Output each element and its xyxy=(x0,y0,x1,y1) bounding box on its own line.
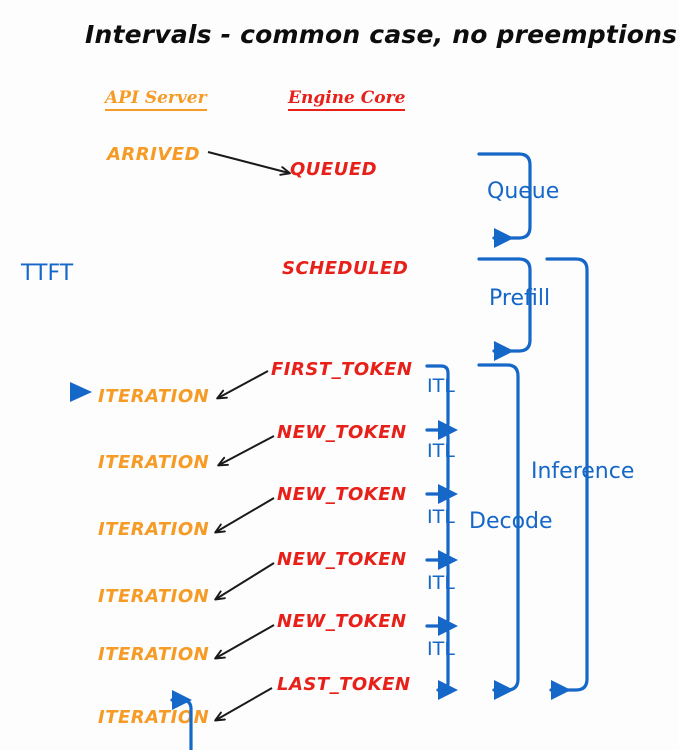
interval-label-itl-1: ITL xyxy=(427,375,455,397)
interval-label-queue: Queue xyxy=(487,179,560,204)
column-header-api-server: API Server xyxy=(105,89,207,111)
interval-label-ttft: TTFT xyxy=(21,261,74,286)
interval-bracket-itl-5 xyxy=(425,624,458,700)
event-iteration-5: ITERATION xyxy=(98,644,210,665)
interval-label-itl-3: ITL xyxy=(427,506,455,528)
event-new-token-3: NEW_TOKEN xyxy=(277,549,407,570)
event-scheduled: SCHEDULED xyxy=(282,258,409,279)
interval-bracket-prefill xyxy=(477,257,532,361)
interval-label-itl-5: ITL xyxy=(427,638,455,660)
arrow-new-token-to-iteration-3 xyxy=(214,562,275,601)
interval-bracket-decode xyxy=(477,363,520,700)
event-iteration-2: ITERATION xyxy=(98,452,210,473)
event-iteration-3: ITERATION xyxy=(98,519,210,540)
interval-label-itl-2: ITL xyxy=(427,440,455,462)
arrow-last-token-to-iteration xyxy=(214,687,273,722)
event-new-token-1: NEW_TOKEN xyxy=(277,422,407,443)
event-first-token: FIRST_TOKEN xyxy=(271,359,413,380)
interval-label-itl-4: ITL xyxy=(427,572,455,594)
event-iteration-4: ITERATION xyxy=(98,586,210,607)
arrow-new-token-to-iteration-2 xyxy=(214,497,275,534)
ttft-arrowhead xyxy=(70,382,92,402)
event-new-token-2: NEW_TOKEN xyxy=(277,484,407,505)
interval-label-inference: Inference xyxy=(531,459,635,484)
event-new-token-4: NEW_TOKEN xyxy=(277,611,407,632)
event-iteration-1: ITERATION xyxy=(98,386,210,407)
interval-label-prefill: Prefill xyxy=(489,286,551,311)
interval-label-decode: Decode xyxy=(469,509,553,534)
page-title: Intervals - common case, no preemptions xyxy=(85,20,678,49)
interval-bracket-queue xyxy=(477,152,532,248)
event-iteration-6: ITERATION xyxy=(98,707,210,728)
event-queued: QUEUED xyxy=(290,159,378,180)
interval-bracket-inference xyxy=(545,257,589,700)
arrow-new-token-to-iteration-4 xyxy=(214,624,275,660)
arrow-new-token-to-iteration-1 xyxy=(217,435,275,467)
column-header-engine-core: Engine Core xyxy=(288,89,406,111)
arrow-arrived-to-queued xyxy=(207,151,291,176)
arrow-first-token-to-iteration xyxy=(216,370,269,400)
event-arrived: ARRIVED xyxy=(107,144,201,165)
event-last-token: LAST_TOKEN xyxy=(277,674,411,695)
interval-bracket-ttft xyxy=(170,690,193,750)
